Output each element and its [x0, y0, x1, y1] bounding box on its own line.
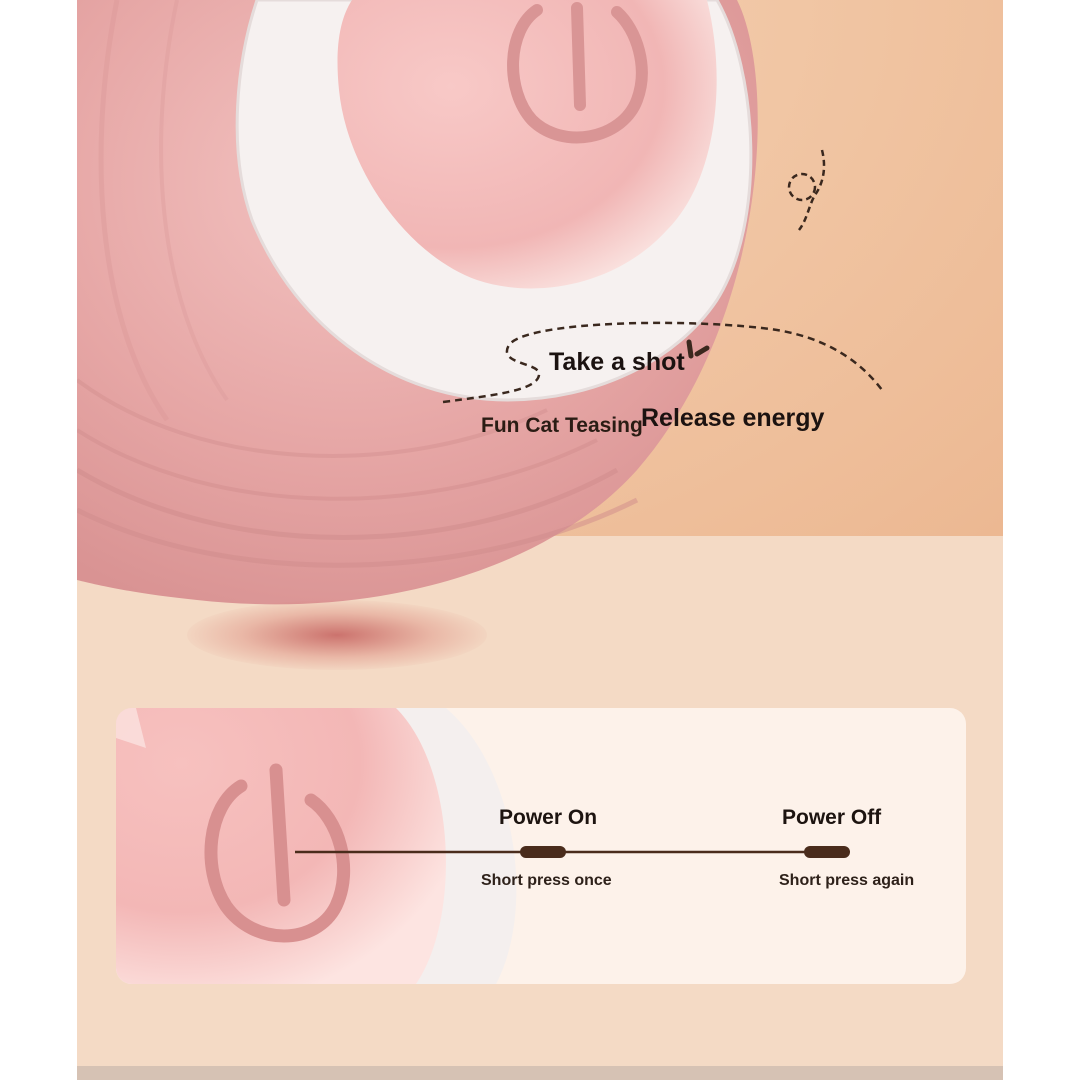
power-off-title: Power Off: [782, 806, 882, 829]
ball-shadow: [187, 600, 487, 670]
power-off-marker: [804, 846, 850, 858]
fun-cat-teasing-label: Fun Cat Teasing: [481, 414, 643, 437]
power-icon: [507, 2, 648, 144]
power-off-subtitle: Short press again: [779, 872, 915, 889]
product-canvas: [77, 0, 1003, 1080]
power-on-subtitle: Short press once: [481, 872, 612, 889]
take-a-shot-label: Take a shot: [549, 348, 685, 376]
dashed-trajectory: [442, 321, 883, 404]
ball-illustration: [77, 0, 758, 605]
paw-doodle-icon: [787, 149, 826, 231]
power-on-marker: [520, 846, 566, 858]
release-energy-label: Release energy: [641, 404, 825, 432]
bottom-strip: [77, 1066, 1003, 1080]
power-timeline: [295, 846, 850, 858]
power-on-title: Power On: [499, 806, 598, 829]
button-closeup: [116, 708, 517, 984]
power-icon: [204, 763, 351, 943]
